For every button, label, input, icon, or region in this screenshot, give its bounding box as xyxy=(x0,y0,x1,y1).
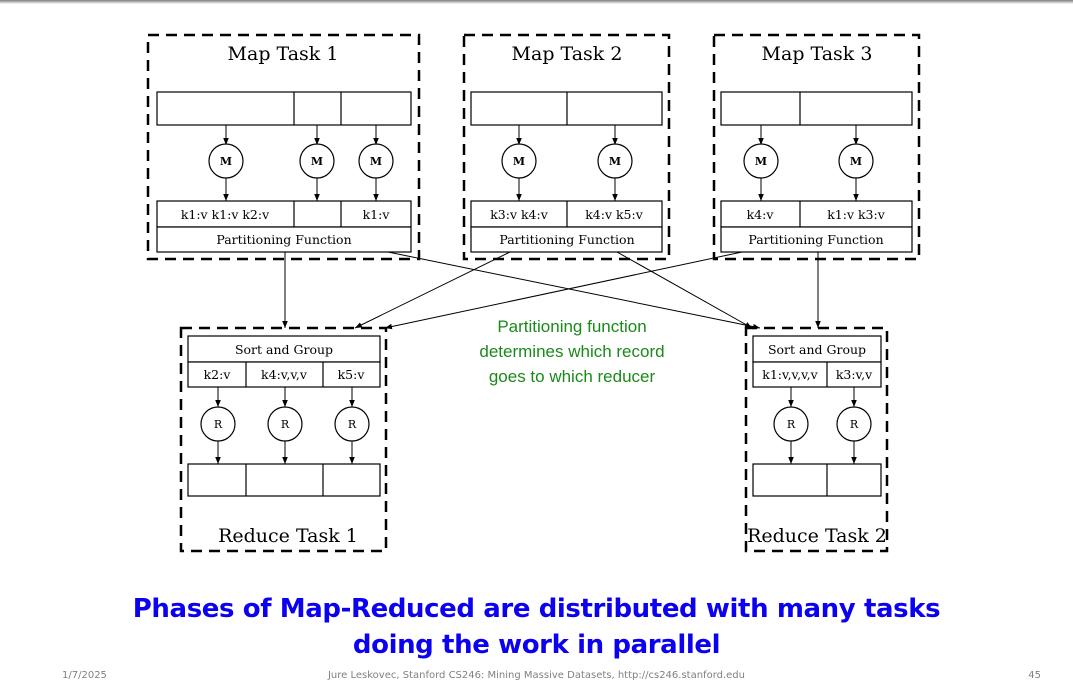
reduce-task-2-groups: k1:v,v,v,v k3:v,v xyxy=(752,361,882,388)
map-task-2-output-row: k3:v k4:v k4:v k5:v xyxy=(470,200,663,228)
group-cell: k5:v xyxy=(338,367,366,382)
map-task-3-output-row: k4:v k1:v k3:v xyxy=(720,200,913,228)
slide-top-rule xyxy=(0,0,1073,4)
map-task-1: Map Task 1 M M M k1:v k1:v k2:v k xyxy=(146,33,421,261)
mapper-label: M xyxy=(609,155,621,168)
reduce-task-1-border xyxy=(179,326,388,553)
map-task-2-input-row xyxy=(470,91,663,126)
partitioning-function-box xyxy=(156,226,412,253)
annotation-line-1: Partitioning function xyxy=(497,317,646,336)
map-task-1-border xyxy=(146,33,421,261)
mapper-label: M xyxy=(311,155,323,168)
sort-and-group-box xyxy=(187,335,381,363)
map-task-2-title: Map Task 2 xyxy=(512,43,623,65)
map-output-cell: k1:v xyxy=(363,207,391,222)
mapper-label: M xyxy=(513,155,525,168)
mapper-label: M xyxy=(755,155,767,168)
shuffle-arrow xyxy=(616,251,753,329)
reduce-task-2-title: Reduce Task 2 xyxy=(747,525,887,547)
partitioning-function-box xyxy=(720,226,913,253)
map-output-cell: k3:v k4:v xyxy=(490,207,549,222)
reduce-task-1-title: Reduce Task 1 xyxy=(218,525,358,547)
map-output-cell: k1:v k1:v k2:v xyxy=(181,207,270,222)
caption-line-2: doing the work in parallel xyxy=(352,630,721,660)
reduce-task-2-border xyxy=(744,326,889,553)
partitioning-annotation: Partitioning function determines which r… xyxy=(479,317,664,386)
reduce-task-2-output-row xyxy=(752,463,882,497)
slide-caption: Phases of Map-Reduced are distributed wi… xyxy=(0,591,1073,663)
mapper-label: M xyxy=(220,155,232,168)
reduce-task-2-reducers: R R xyxy=(773,387,872,464)
reducer-label: R xyxy=(348,418,357,431)
map-task-2-border xyxy=(462,33,671,261)
shuffle-arrow xyxy=(384,251,743,330)
mapreduce-diagram: Map Task 1 M M M k1:v k1:v k2:v k xyxy=(146,33,921,553)
map-task-3: Map Task 3 M M k4:v k1:v k3:v Partitioni… xyxy=(712,33,921,261)
sort-and-group-label: Sort and Group xyxy=(235,342,333,357)
group-cell: k2:v xyxy=(204,367,232,382)
map-task-2: Map Task 2 M M k3:v k4:v k4:v k5:v Parti… xyxy=(462,33,671,261)
footer-date: 1/7/2025 xyxy=(62,670,107,681)
reducer-label: R xyxy=(281,418,290,431)
partitioning-function-label: Partitioning Function xyxy=(499,232,634,247)
mapper-label: M xyxy=(370,155,382,168)
partitioning-function-box xyxy=(470,226,663,253)
map-task-1-input-row xyxy=(156,91,412,126)
map-task-3-title: Map Task 3 xyxy=(762,43,873,65)
map-task-2-mappers: M M xyxy=(501,125,633,201)
sort-and-group-box xyxy=(752,335,882,363)
map-task-3-mappers: M M xyxy=(743,125,874,201)
map-output-cell: k1:v k3:v xyxy=(827,207,886,222)
map-task-1-mappers: M M M xyxy=(208,125,394,201)
group-cell: k3:v,v xyxy=(836,367,873,382)
reducer-label: R xyxy=(787,418,796,431)
reduce-task-1-reducers: R R R xyxy=(200,387,370,464)
shuffle-arrow xyxy=(354,251,511,329)
reduce-task-2: Sort and Group k1:v,v,v,v k3:v,v R R Red… xyxy=(744,326,889,553)
partitioning-function-label: Partitioning Function xyxy=(748,232,883,247)
shuffle-arrow xyxy=(387,251,761,330)
map-task-1-output-row: k1:v k1:v k2:v k1:v xyxy=(156,200,412,228)
reduce-task-1: Sort and Group k2:v k4:v,v,v k5:v R R R xyxy=(179,326,388,553)
footer-page-number: 45 xyxy=(1028,670,1041,681)
reducer-label: R xyxy=(214,418,223,431)
footer-credit: Jure Leskovec, Stanford CS246: Mining Ma… xyxy=(327,670,745,681)
group-cell: k4:v,v,v xyxy=(261,367,308,382)
reduce-task-1-output-row xyxy=(187,463,381,497)
map-output-cell: k4:v k5:v xyxy=(585,207,644,222)
map-task-1-title: Map Task 1 xyxy=(228,43,339,65)
annotation-line-2: determines which record xyxy=(479,342,664,361)
caption-line-1: Phases of Map-Reduced are distributed wi… xyxy=(132,594,941,624)
partitioning-function-label: Partitioning Function xyxy=(216,232,351,247)
group-cell: k1:v,v,v,v xyxy=(762,367,818,382)
mapper-label: M xyxy=(850,155,862,168)
reduce-task-1-groups: k2:v k4:v,v,v k5:v xyxy=(187,361,381,388)
map-output-cell: k4:v xyxy=(747,207,775,222)
input-split xyxy=(156,91,412,126)
shuffle-arrows xyxy=(282,251,821,330)
annotation-line-3: goes to which reducer xyxy=(489,367,656,386)
reducer-label: R xyxy=(850,418,859,431)
sort-and-group-label: Sort and Group xyxy=(768,342,866,357)
map-task-3-input-row xyxy=(720,91,913,126)
map-task-3-border xyxy=(712,33,921,261)
